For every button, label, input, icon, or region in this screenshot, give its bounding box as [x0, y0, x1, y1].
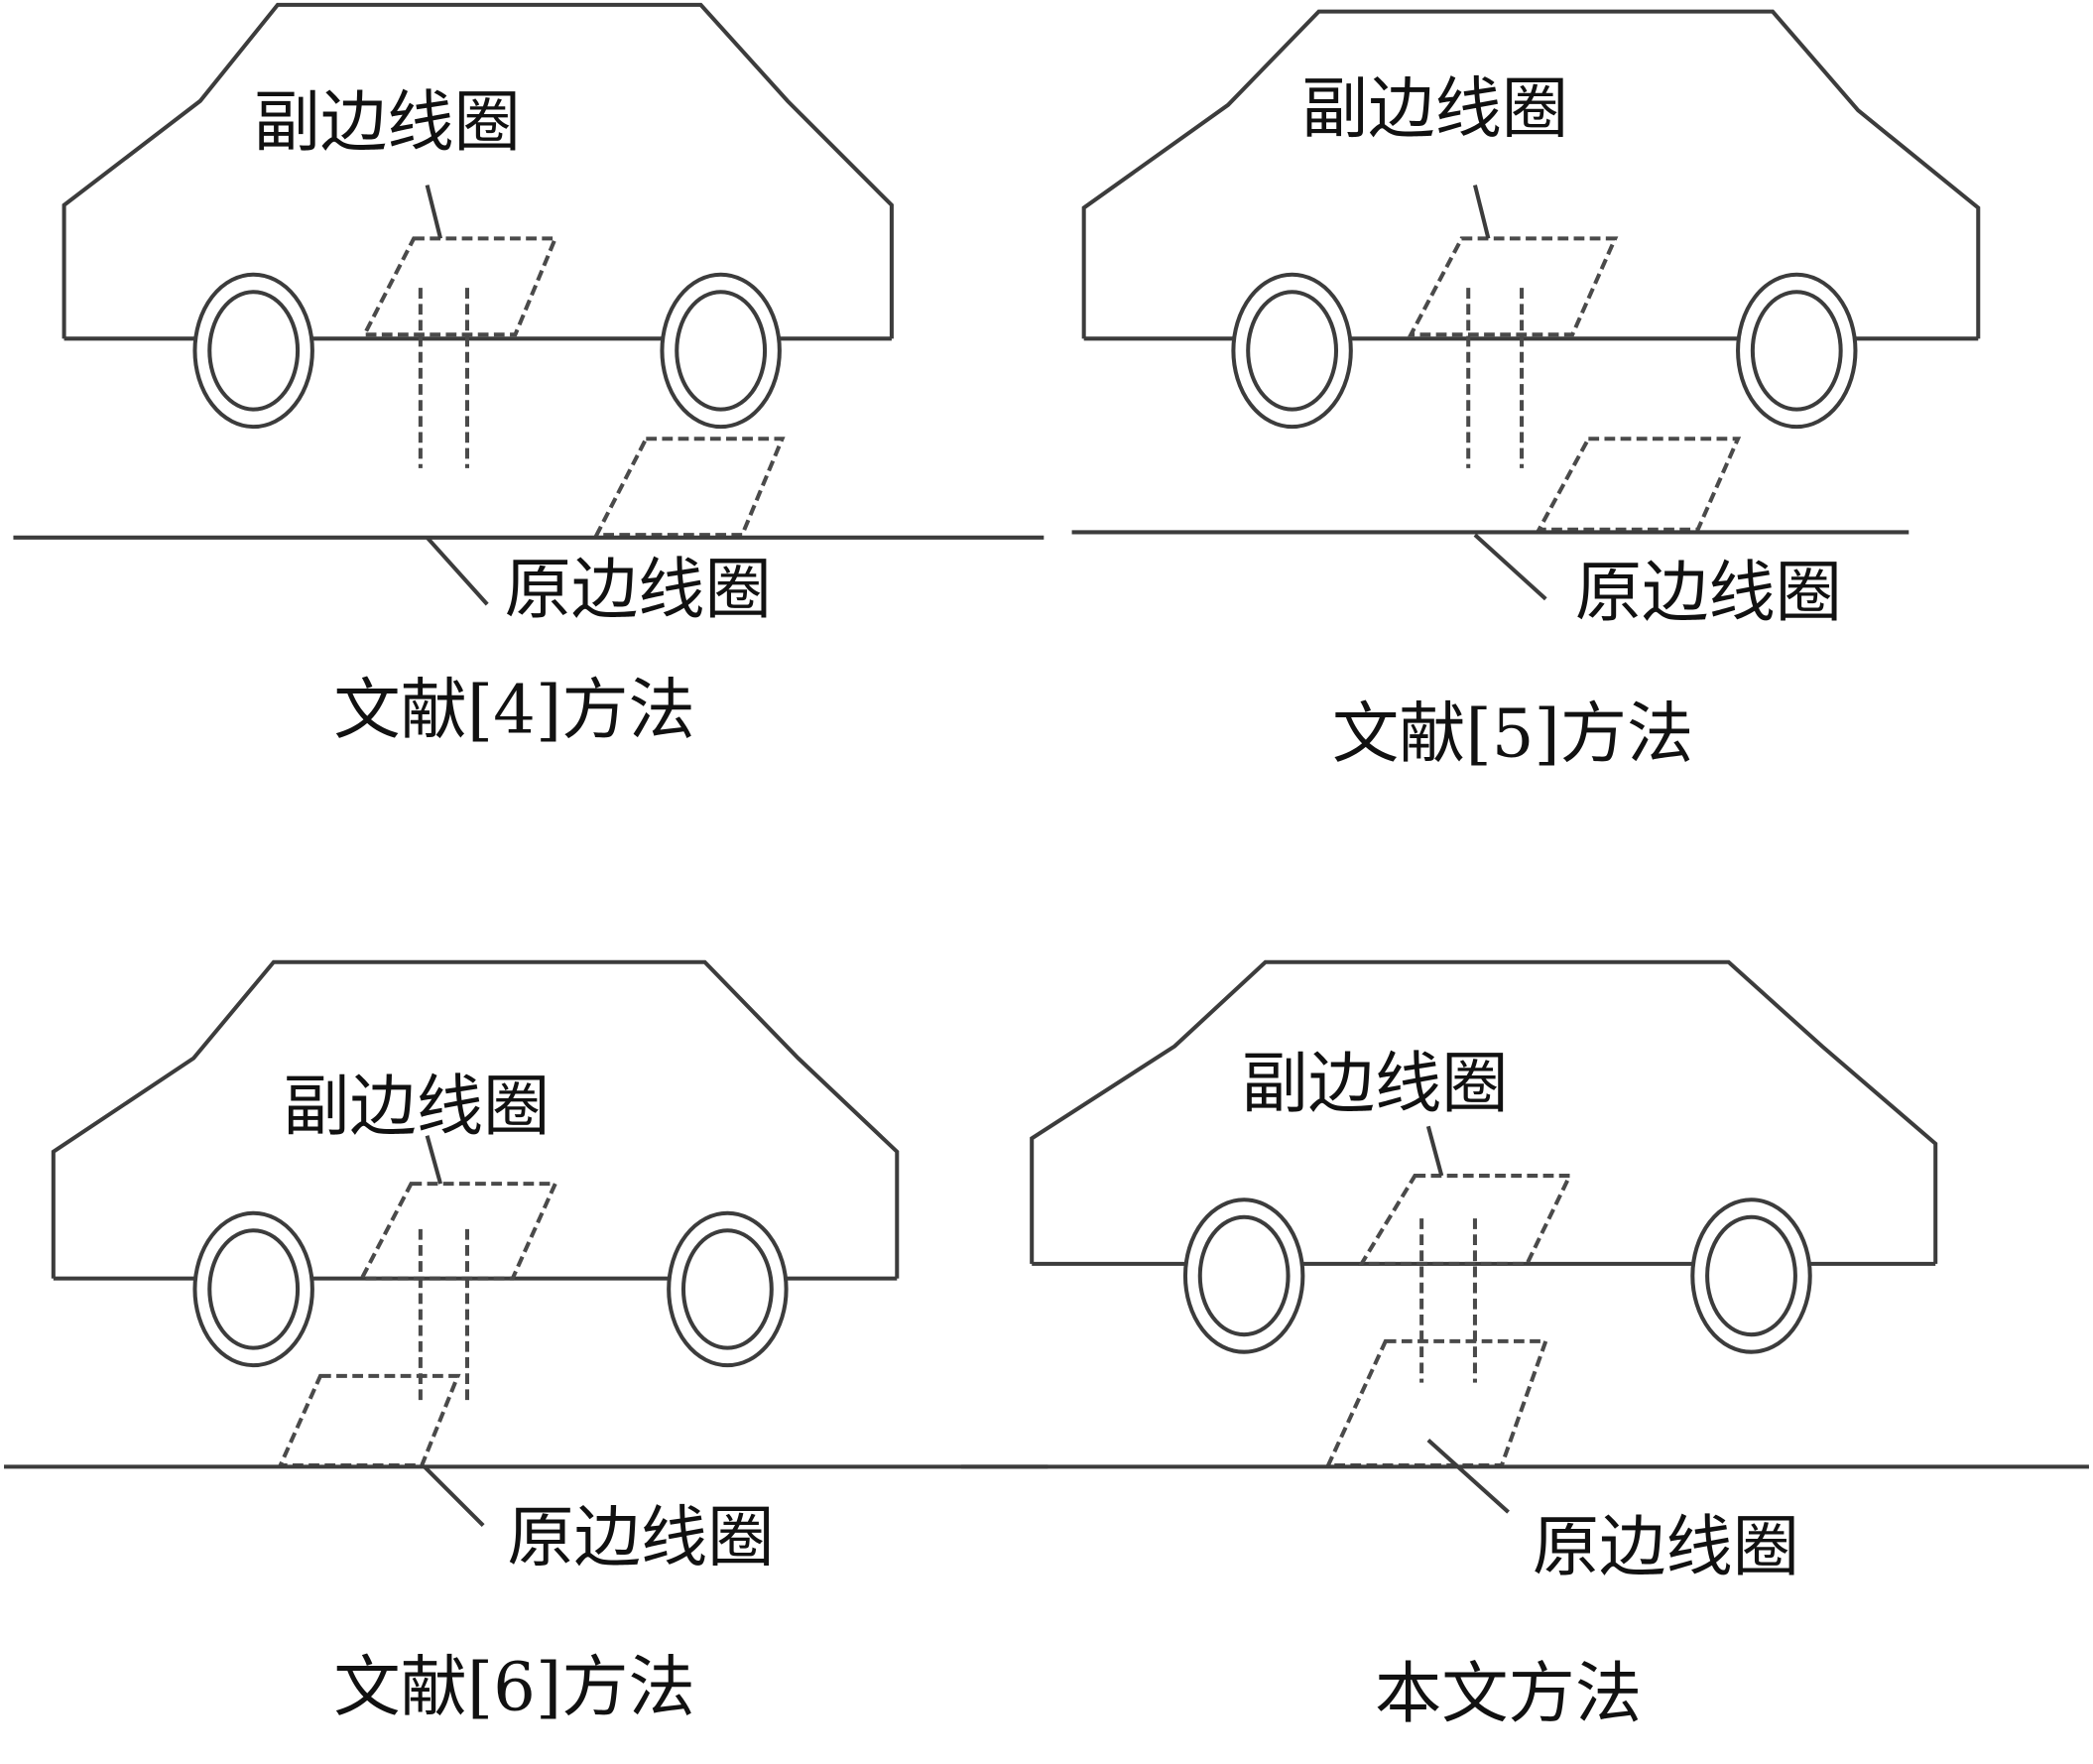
- primary-coil: [277, 1373, 461, 1468]
- panel-caption: 本文方法: [1375, 1655, 1642, 1732]
- secondary-coil: [361, 236, 558, 337]
- car-body: [51, 959, 900, 1279]
- primary-leader-line: [426, 536, 489, 606]
- secondary-coil: [1357, 1174, 1573, 1266]
- secondary-coil-label: 副边线圈: [254, 83, 521, 161]
- primary-coil-label: 原边线圈: [505, 551, 772, 628]
- car-body: [1030, 959, 1938, 1264]
- wheel-icon: [192, 272, 314, 430]
- wheel-icon: [1231, 272, 1353, 430]
- secondary-coil: [358, 1182, 558, 1281]
- secondary-leader-line: [425, 185, 443, 239]
- primary-coil-label: 原边线圈: [1575, 554, 1842, 631]
- primary-coil: [593, 437, 786, 538]
- wheel-icon: [667, 1210, 789, 1368]
- secondary-coil-label: 副边线圈: [1301, 70, 1568, 148]
- panel-caption: 文献[6]方法: [333, 1648, 694, 1725]
- primary-leader-line: [423, 1464, 485, 1528]
- panel-caption: 文献[4]方法: [333, 671, 694, 748]
- secondary-leader-line: [425, 1135, 443, 1185]
- wheel-icon: [192, 1210, 314, 1368]
- primary-leader-line: [1473, 533, 1547, 601]
- wheel-icon: [1182, 1197, 1305, 1354]
- primary-coil-label: 原边线圈: [507, 1499, 774, 1576]
- car-body: [1081, 9, 1981, 339]
- secondary-coil-label: 副边线圈: [283, 1068, 550, 1145]
- primary-coil: [1536, 437, 1742, 532]
- primary-coil-label: 原边线圈: [1533, 1508, 1799, 1585]
- wheel-icon: [1690, 1197, 1812, 1354]
- secondary-leader-line: [1425, 1125, 1444, 1177]
- panel-caption: 文献[5]方法: [1332, 695, 1693, 773]
- wheel-icon: [1736, 272, 1858, 430]
- primary-leader-line: [1426, 1438, 1510, 1514]
- wheel-icon: [660, 272, 782, 430]
- secondary-coil-label: 副边线圈: [1241, 1045, 1508, 1122]
- secondary-leader-line: [1472, 185, 1491, 239]
- car-body: [62, 2, 894, 339]
- secondary-coil: [1408, 236, 1619, 337]
